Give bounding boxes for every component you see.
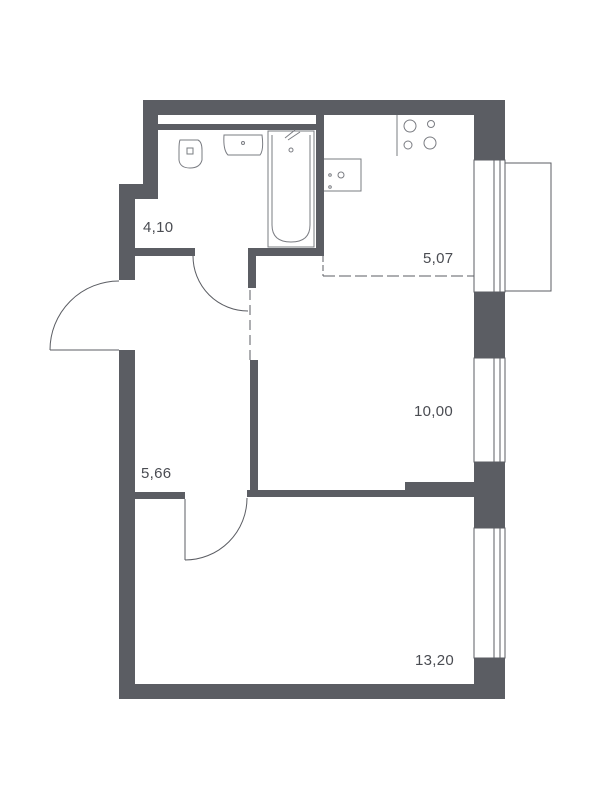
room-area-bathroom: 4,10 — [143, 219, 174, 236]
doors — [49, 255, 249, 561]
windows — [473, 159, 552, 659]
bathroom-partitions — [135, 115, 324, 288]
sink-icon — [223, 134, 264, 156]
room-area-kitchen: 5,07 — [423, 250, 454, 267]
outer-walls — [119, 100, 505, 699]
stove-icon — [396, 115, 437, 156]
interior-walls — [135, 256, 475, 499]
room-area-living: 10,00 — [414, 403, 454, 420]
kitchen-sink-icon — [324, 158, 362, 192]
toilet-icon — [178, 139, 203, 169]
room-area-hallway: 5,66 — [141, 465, 172, 482]
room-area-bedroom: 13,20 — [415, 652, 455, 669]
bathtub-icon — [267, 129, 315, 248]
